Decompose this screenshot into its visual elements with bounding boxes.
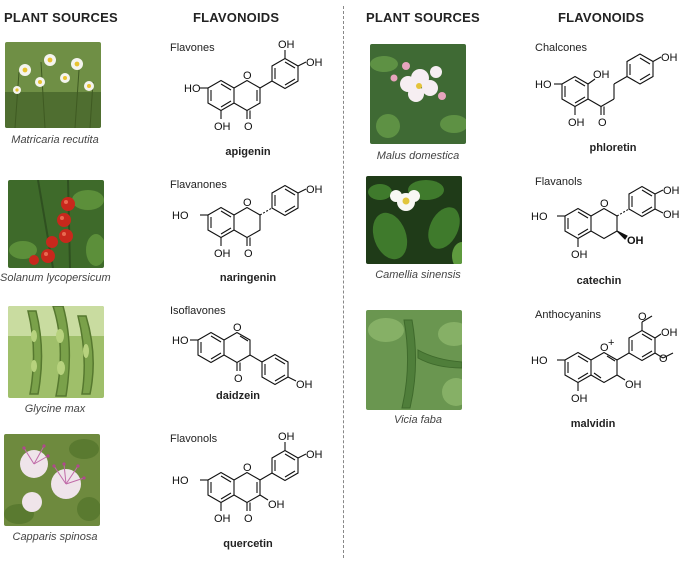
photo-matricaria-recutita <box>5 42 101 128</box>
structure-malvidin: HO O + OH OH O OH O <box>527 306 682 423</box>
atom-o: O <box>243 70 252 82</box>
atom-oh: OH <box>571 249 588 261</box>
atom-oh: OH <box>627 235 644 247</box>
compound-name: apigenin <box>225 146 271 158</box>
atom-oh: OH <box>568 117 585 129</box>
photo-solanum-lycopersicum <box>8 180 104 268</box>
atom-ho: HO <box>184 83 201 95</box>
atom-oh: OH <box>214 248 231 260</box>
atom-o: O <box>234 373 243 385</box>
flavonoid-class: Flavones <box>170 42 215 54</box>
atom-ho: HO <box>172 475 189 487</box>
atom-o: O <box>659 353 668 365</box>
structure-daidzein: HO O O OH <box>160 318 330 403</box>
charge-plus: + <box>608 337 614 349</box>
atom-o: O <box>244 248 253 260</box>
atom-oh: OH <box>663 185 680 197</box>
plant-name: Matricaria recutita <box>11 134 99 146</box>
atom-oh: OH <box>214 121 231 133</box>
atom-oh: OH <box>268 499 285 511</box>
compound-name: malvidin <box>570 418 616 430</box>
compound-name: quercetin <box>223 538 273 550</box>
atom-oh: OH <box>661 52 678 64</box>
atom-o: O <box>600 198 609 210</box>
atom-ho: HO <box>531 355 548 367</box>
structure-naringenin: HO O OH O OH <box>160 175 330 280</box>
atom-ho: HO <box>172 210 189 222</box>
flavonoid-class: Flavanones <box>170 179 227 191</box>
compound-name: naringenin <box>219 272 277 284</box>
atom-o: O <box>638 311 647 323</box>
atom-oh: OH <box>278 39 295 51</box>
plant-name: Malus domestica <box>376 150 460 162</box>
atom-ho: HO <box>535 79 552 91</box>
plant-name: Glycine max <box>24 403 86 415</box>
atom-oh: OH <box>306 449 323 461</box>
atom-oh: OH <box>593 69 610 81</box>
plant-name: Vicia faba <box>393 414 443 426</box>
header-plant-sources-right: PLANT SOURCES <box>366 10 480 25</box>
atom-o: O <box>598 117 607 129</box>
atom-oh: OH <box>306 57 323 69</box>
atom-oh: OH <box>296 379 313 391</box>
compound-name: catechin <box>576 275 622 287</box>
header-plant-sources-left: PLANT SOURCES <box>4 10 118 25</box>
compound-name: daidzein <box>215 390 260 402</box>
photo-vicia-faba <box>366 310 462 410</box>
plant-name: Capparis spinosa <box>12 531 98 543</box>
atom-oh: OH <box>214 513 231 525</box>
atom-oh: OH <box>625 379 642 391</box>
compound-name: phloretin <box>589 142 637 154</box>
header-flavonoids-right: FLAVONOIDS <box>558 10 645 25</box>
atom-o: O <box>244 513 253 525</box>
flavonoid-class: Flavanols <box>535 176 583 188</box>
atom-o: O <box>243 462 252 474</box>
atom-ho: HO <box>531 211 548 223</box>
atom-oh: OH <box>306 184 323 196</box>
flavonoid-class: Flavonols <box>170 433 218 445</box>
atom-oh: OH <box>571 393 588 405</box>
structure-phloretin: HO OH OH O OH <box>527 36 682 151</box>
atom-oh: OH <box>663 209 680 221</box>
flavonoid-class: Anthocyanins <box>535 309 602 321</box>
atom-oh: OH <box>278 431 295 443</box>
column-divider <box>343 6 344 558</box>
atom-o: O <box>244 121 253 133</box>
photo-camellia-sinensis <box>366 176 462 264</box>
header-flavonoids-left: FLAVONOIDS <box>193 10 280 25</box>
structure-apigenin: HO O OH O OH OH <box>160 36 330 151</box>
atom-o: O <box>243 197 252 209</box>
atom-o: O <box>233 322 242 334</box>
flavonoid-class: Isoflavones <box>170 305 226 317</box>
photo-capparis-spinosa <box>4 434 100 526</box>
structure-catechin: HO O OH OH OH OH <box>527 176 682 281</box>
plant-name: Solanum lycopersicum <box>0 272 111 284</box>
photo-glycine-max <box>8 306 104 398</box>
atom-ho: HO <box>172 335 189 347</box>
flavonoid-class: Chalcones <box>535 42 587 54</box>
atom-o: O <box>600 342 609 354</box>
atom-oh: OH <box>661 327 678 339</box>
structure-quercetin: HO O OH O OH OH OH <box>160 428 330 543</box>
photo-malus-domestica <box>370 44 466 144</box>
plant-name: Camellia sinensis <box>375 269 461 281</box>
